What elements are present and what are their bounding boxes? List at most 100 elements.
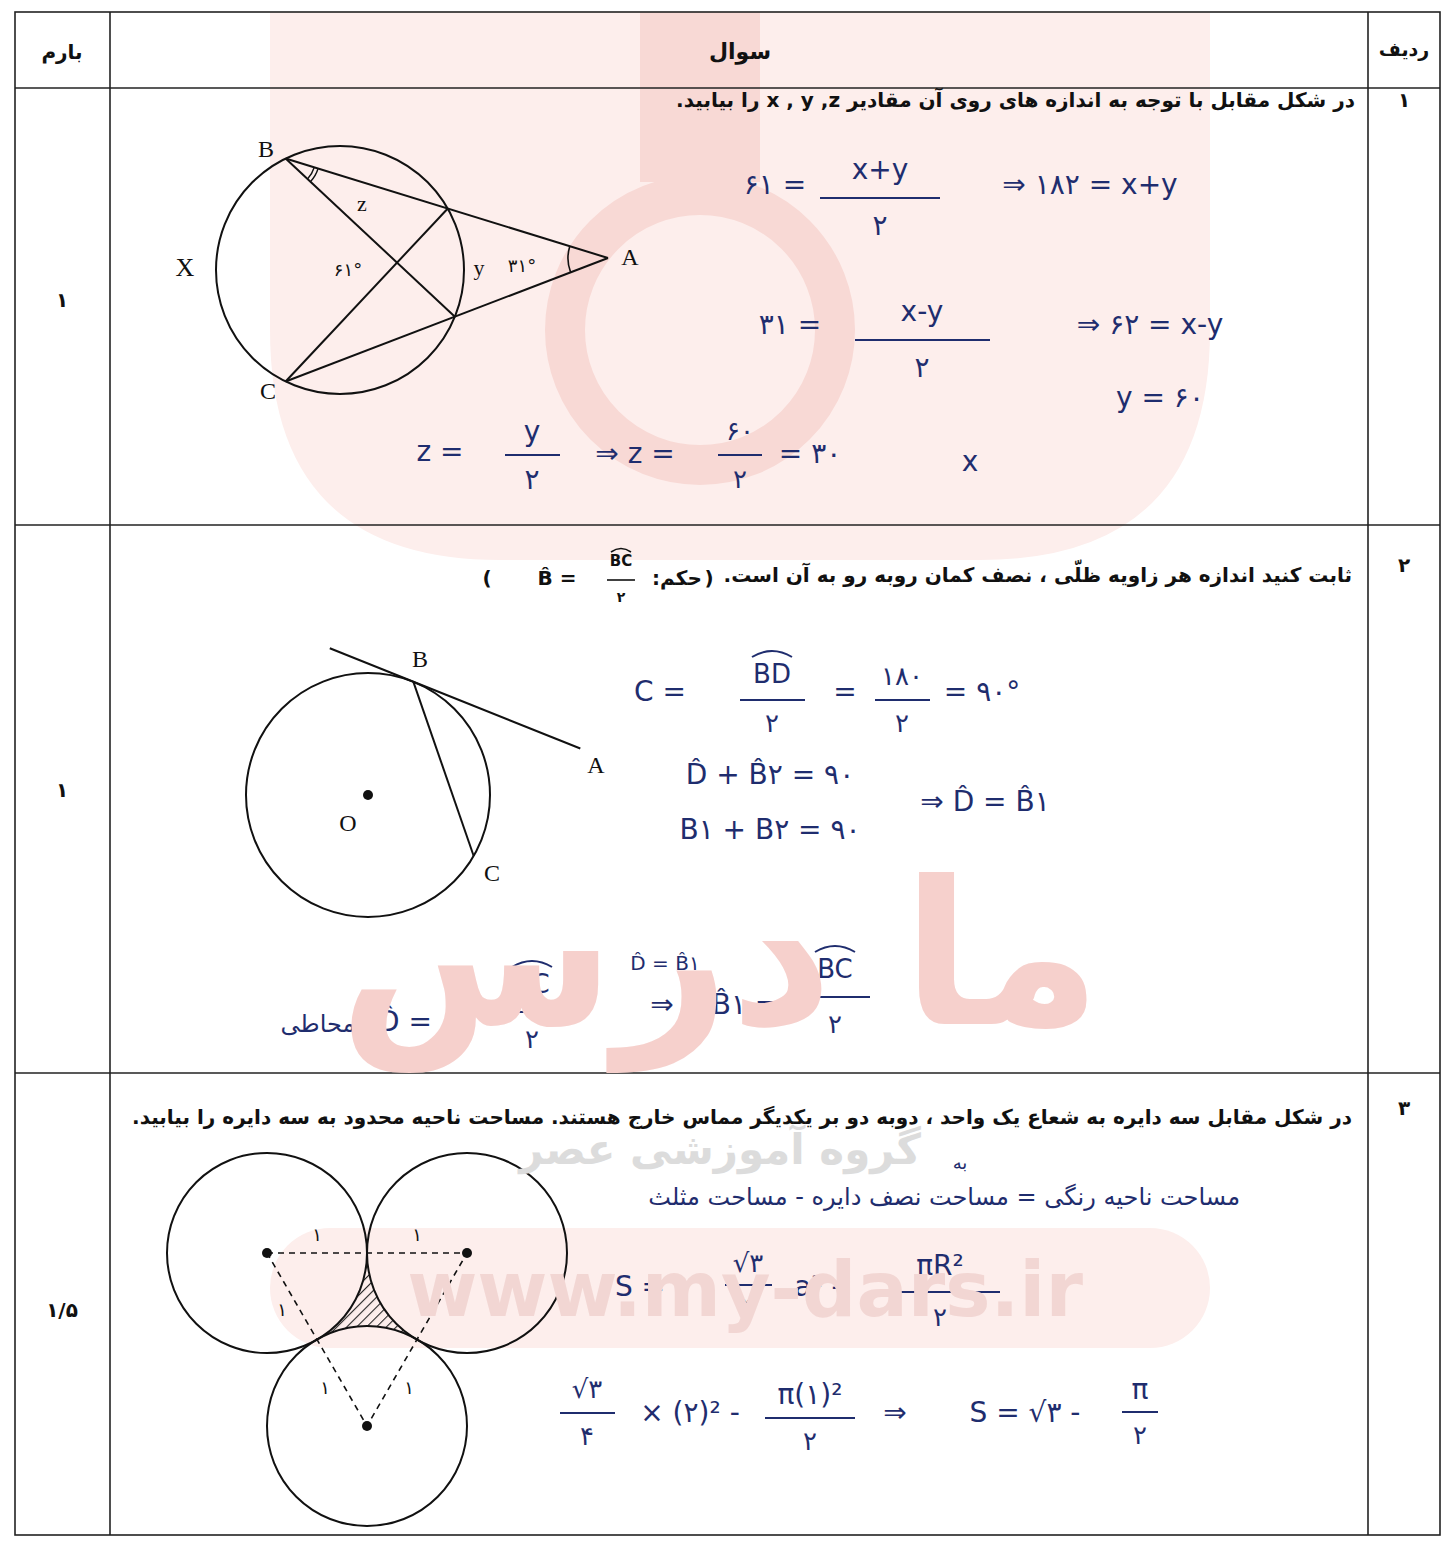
table-rule — [15, 524, 1440, 526]
radius-label: ۱ — [404, 1378, 414, 1399]
handwritten-answer: C = — [634, 676, 686, 708]
figure-secants — [216, 146, 608, 394]
handwritten-answer: BD — [753, 660, 791, 690]
point-label: A — [587, 752, 604, 780]
tangent-line — [330, 648, 581, 748]
handwritten-answer: ⇒ z = — [595, 437, 674, 470]
row-number: ۲ — [1398, 553, 1410, 577]
handwritten-answer: x+y — [852, 153, 909, 186]
fraction-bar — [1122, 1411, 1158, 1413]
handwritten-answer: ⇒ — [883, 1397, 906, 1429]
handwritten-answer: BD — [753, 659, 791, 689]
formula-part: B̂ = — [537, 567, 576, 590]
arc-mark — [752, 651, 792, 657]
point-label: A — [621, 244, 638, 270]
formula-part: ۲ — [617, 589, 626, 605]
handwritten-answer: z = — [416, 436, 463, 468]
handwritten-answer: ۳۱ = — [759, 309, 821, 341]
angle-label: ۳۱° — [508, 255, 536, 276]
point-label: C — [260, 378, 276, 406]
handwritten-answer: x+y — [852, 154, 909, 186]
handwritten-answer: = ۹۰° — [944, 675, 1020, 708]
fraction-bars — [490, 198, 1158, 1418]
radius-label: ۱ — [312, 1225, 322, 1246]
fraction-bar — [505, 454, 560, 456]
formula-part: ( — [482, 566, 491, 590]
handwritten-answer: ۲ — [895, 708, 909, 738]
score: ۱ — [56, 289, 68, 312]
handwritten-answer: y — [524, 416, 541, 448]
secant-line — [286, 258, 608, 382]
handwritten-answer: = ۹۰° — [944, 676, 1020, 708]
handwritten-answer: π — [1132, 1374, 1149, 1406]
watermark-logo-ring — [565, 195, 835, 465]
handwritten-answer: ۲ — [524, 463, 539, 496]
row-number: ۳ — [1398, 1097, 1410, 1120]
handwritten-answer: ۲ — [872, 209, 887, 242]
question-text: در شکل مقابل با توجه به اندازه های روی آ… — [676, 88, 1355, 112]
column-header: سوال — [709, 39, 771, 64]
handwritten-answer: ۶۰ — [726, 416, 754, 446]
handwritten-answer: D̂ + B̂۲ = ۹۰ — [686, 759, 854, 791]
handwritten-answer: x-y — [901, 296, 944, 328]
handwritten-answer: ⇒ ۱۸۲ = x+y — [1002, 168, 1177, 201]
watermark: www.my-dars.ir — [407, 1246, 1083, 1333]
watermark: ما درس — [339, 840, 1101, 1070]
fraction-bar — [607, 579, 635, 581]
fraction-bar — [740, 699, 805, 701]
row-number: ۲ — [1398, 554, 1410, 577]
handwritten-answer: ۶۱ = — [744, 168, 806, 201]
handwritten-answer: ۲ — [803, 1427, 817, 1457]
radius-label: ۱ — [404, 1377, 414, 1398]
formula-part: BC — [610, 553, 632, 570]
arc-label: y — [474, 255, 485, 280]
handwritten-answer: y = ۶۰ — [1116, 381, 1204, 414]
handwritten-answer: ۴ — [580, 1421, 594, 1451]
chord — [286, 209, 448, 382]
score: ۱ — [56, 778, 68, 802]
handwritten-answer: ۲ — [895, 709, 909, 739]
formula-part: ) — [704, 566, 713, 590]
watermark-band — [270, 1228, 1210, 1348]
center-dot — [362, 1421, 372, 1431]
question-text: ثابت کنید اندازه هر زاویه ظلّی ، نصف کما… — [724, 564, 1352, 587]
table-border — [15, 12, 1440, 1535]
arc-label: X — [176, 253, 195, 282]
circle — [216, 146, 464, 394]
handwritten-answer: × (۲)² - — [640, 1396, 739, 1429]
handwritten-answer: = ۳۰ — [779, 437, 841, 470]
row-number: ۱ — [1398, 88, 1410, 112]
point-label: O — [339, 810, 356, 836]
handwritten-answer: ⇒ — [883, 1396, 906, 1429]
point-label: C — [260, 378, 276, 404]
figure-three-circles — [167, 1153, 567, 1526]
row-number: ۱ — [1398, 89, 1410, 112]
angle-label: z — [357, 191, 367, 216]
radius-label: ۱ — [320, 1378, 330, 1399]
handwritten-answer: ⇒ z = — [595, 438, 674, 470]
handwritten-answer: مساحت ناحیه رنگی = مساحت نصف دایره - مسا… — [648, 1184, 1240, 1212]
watermark: گروه آموزشی عصر — [519, 1125, 921, 1174]
handwritten-answer: x — [962, 446, 979, 478]
handwritten-answer: S = √۳ - — [970, 1397, 1081, 1429]
handwritten-answer: ۲ — [524, 464, 539, 496]
watermark: www.my-dars.ir — [407, 1245, 1083, 1334]
handwritten-answer: ۲ — [803, 1426, 817, 1456]
row-number: ۳ — [1398, 1096, 1410, 1120]
handwritten-answer: ۲ — [914, 352, 929, 384]
formula-part: حکم: — [652, 566, 702, 590]
handwritten-answer: √۳ — [572, 1374, 603, 1404]
center-dot — [262, 1248, 272, 1258]
handwritten-answer: ۲ — [872, 210, 887, 242]
handwritten-answer: C = — [634, 675, 686, 708]
watermark: ما درس — [339, 838, 1101, 1071]
arc-mark — [611, 549, 631, 553]
formula-part: ۲ — [617, 589, 626, 605]
table-rule — [1367, 12, 1369, 1535]
handwritten-answer: مساحت ناحیه رنگی = مساحت نصف دایره - مسا… — [648, 1183, 1240, 1211]
arc-label: X — [176, 253, 195, 283]
handwritten-answer: S = √۳ - — [970, 1396, 1081, 1429]
handwritten-answer: ۲ — [914, 351, 929, 384]
fraction-bar — [718, 454, 762, 456]
handwritten-answer: ⇒ D̂ = B̂۱ — [920, 785, 1049, 818]
